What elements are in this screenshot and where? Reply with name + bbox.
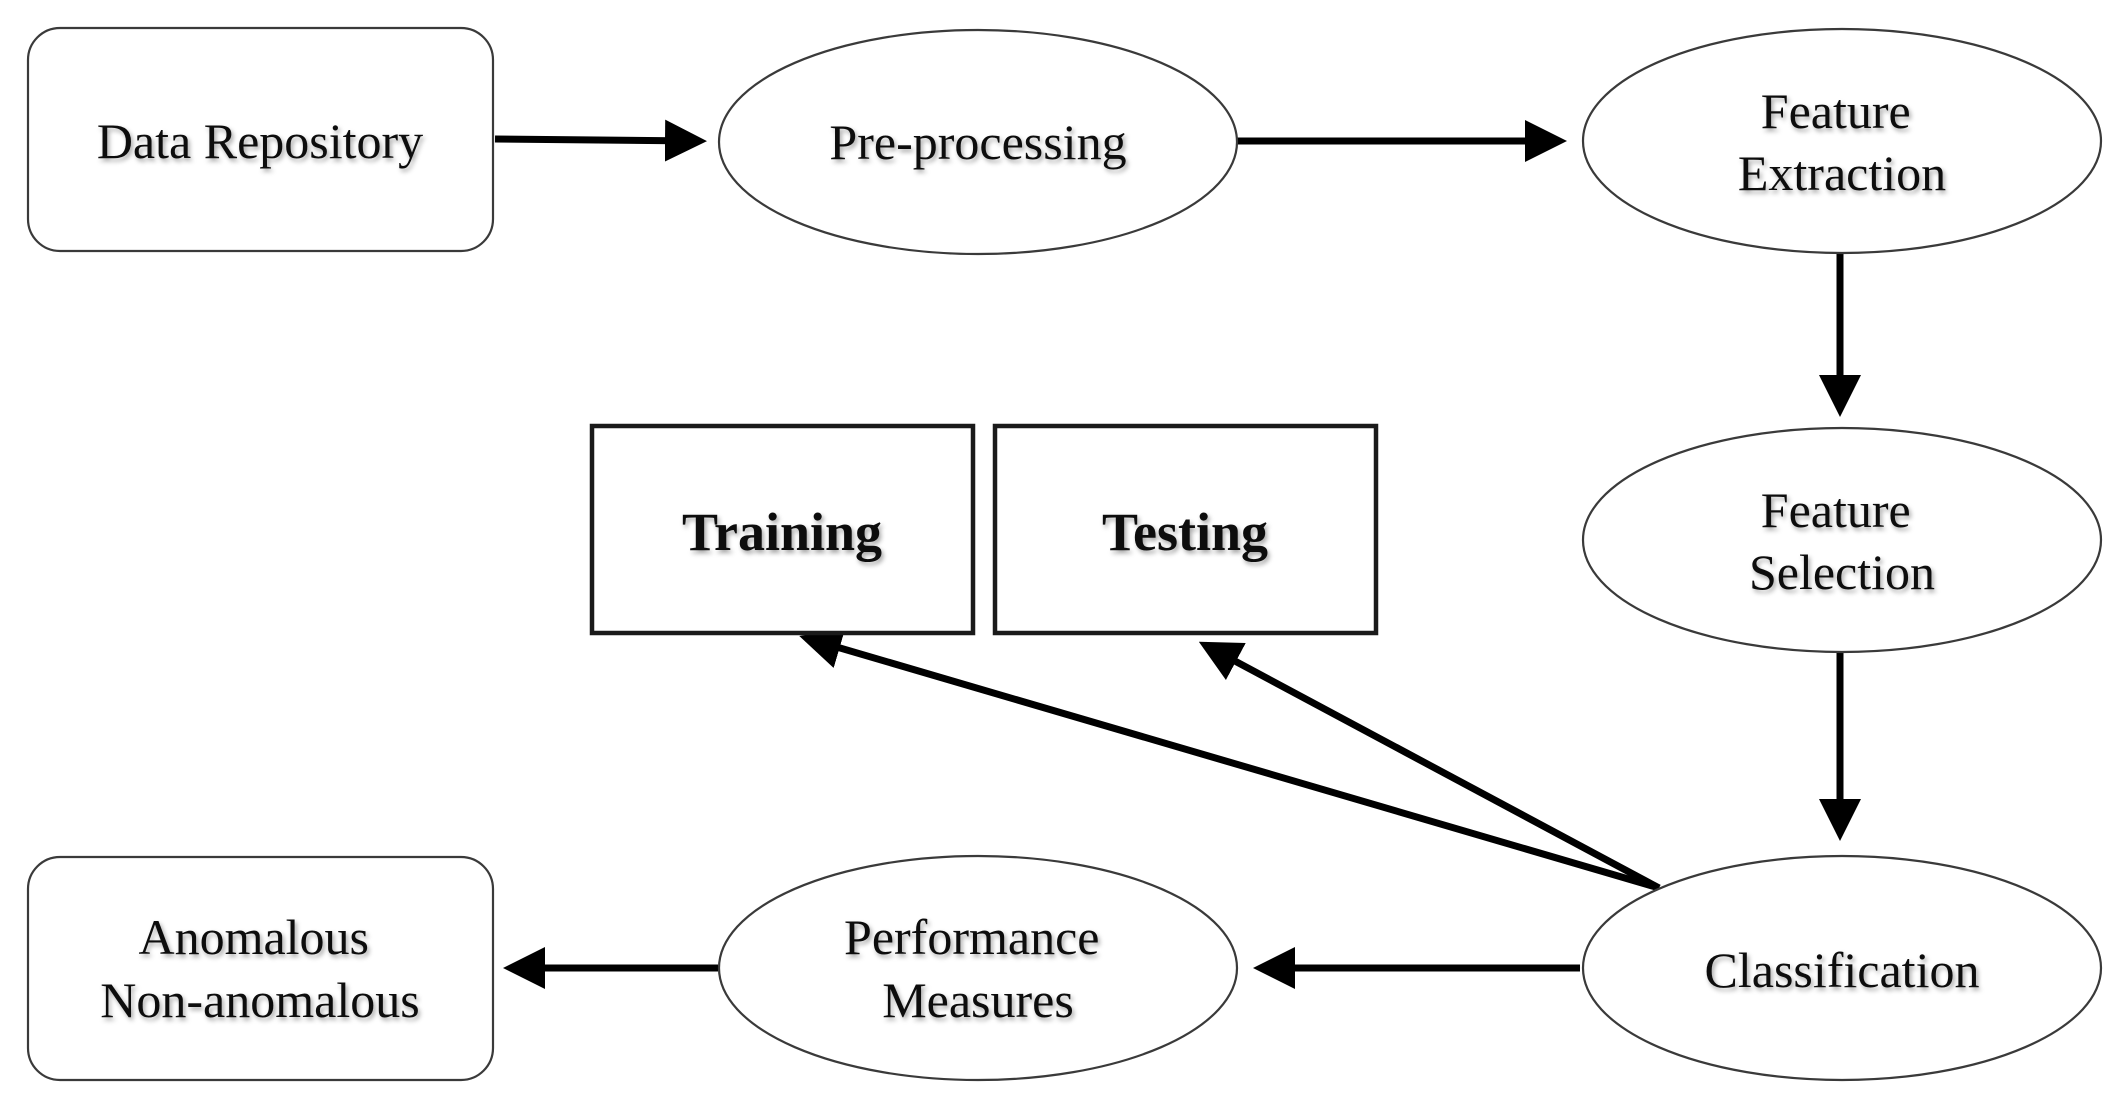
pre-processing-node: Pre-processing — [717, 28, 1239, 256]
svg-text:Pre-processing: Pre-processing — [829, 114, 1126, 170]
feature-extraction-label-line2: Extraction — [1738, 145, 1946, 201]
anomalous-label: Anomalous — [138, 909, 369, 965]
performance-measures-node: Performance Measures — [717, 854, 1239, 1082]
classification-label: Classification — [1705, 942, 1980, 998]
performance-measures-label-line1: Performance — [844, 909, 1099, 965]
testing-label: Testing — [1102, 502, 1268, 562]
non-anomalous-label: Non-anomalous — [100, 972, 419, 1028]
testing-node: Testing — [992, 423, 1379, 636]
svg-text:Feature Extraction: Feature Extraction — [1738, 83, 1946, 201]
svg-text:Data Repository: Data Repository — [97, 113, 423, 169]
svg-text:Performance Measures: Performance Measures — [844, 909, 1112, 1028]
feature-selection-label-line2: Selection — [1749, 544, 1935, 600]
feature-selection-label-line1: Feature — [1761, 482, 1911, 538]
arrow-repository-to-preprocessing — [494, 119, 707, 162]
svg-text:Anomalous Non-anomalous: Anomalous Non-anomalous — [100, 909, 419, 1028]
svg-text:Feature Selection: Feature Selection — [1749, 482, 1935, 600]
svg-text:Classification: Classification — [1705, 942, 1980, 998]
data-repository-label: Data Repository — [97, 113, 423, 169]
anomalous-output-node: Anomalous Non-anomalous — [26, 855, 495, 1082]
arrow-classification-to-training — [799, 627, 1660, 892]
connectors — [494, 119, 1861, 989]
pre-processing-label: Pre-processing — [829, 114, 1126, 170]
feature-extraction-node: Feature Extraction — [1581, 27, 2103, 255]
data-repository-node: Data Repository — [26, 26, 495, 253]
classification-node: Classification — [1581, 854, 2103, 1082]
feature-extraction-label-line1: Feature — [1761, 83, 1911, 139]
training-label: Training — [682, 502, 882, 562]
performance-measures-label-line2: Measures — [882, 972, 1074, 1028]
svg-text:Training: Training — [682, 502, 882, 562]
svg-text:Testing: Testing — [1102, 502, 1268, 562]
arrow-classification-to-testing — [1198, 641, 1661, 892]
training-node: Training — [589, 423, 976, 636]
feature-selection-node: Feature Selection — [1581, 426, 2103, 654]
